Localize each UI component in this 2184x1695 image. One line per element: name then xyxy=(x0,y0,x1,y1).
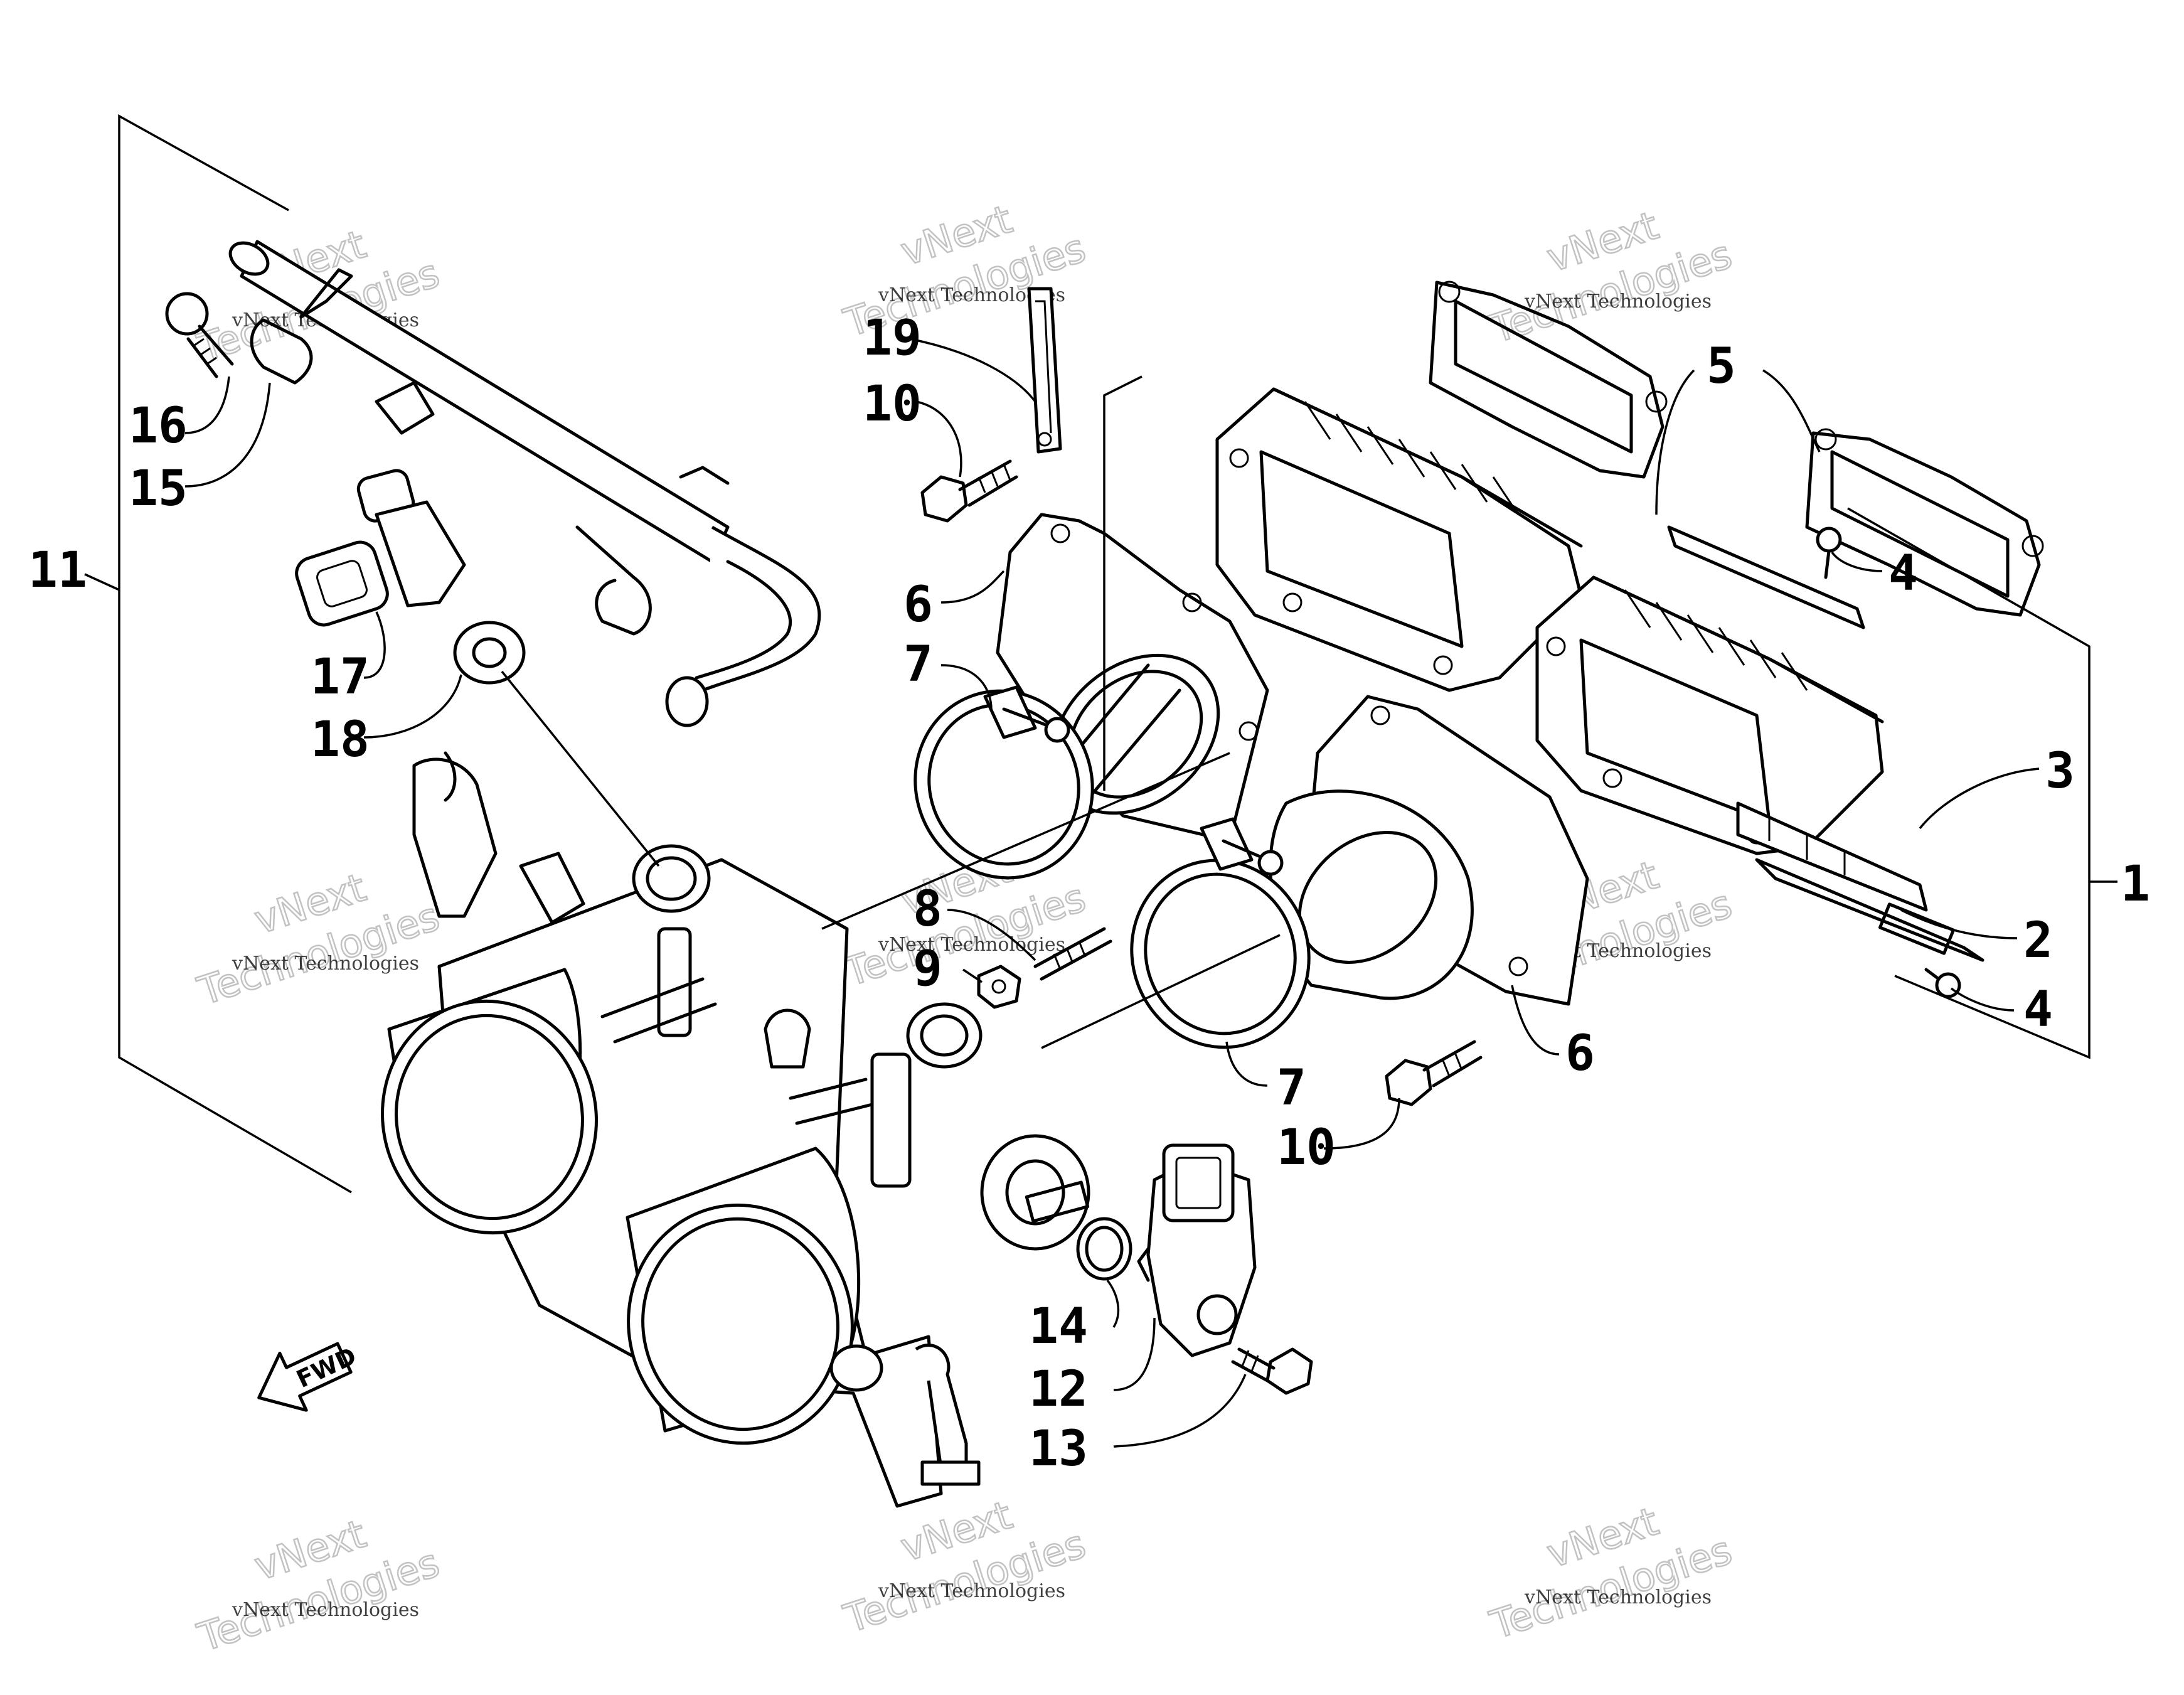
watermark: vNext Technologies vNext Technologies xyxy=(1484,1497,1738,1649)
callout-10-lower: 10 xyxy=(1277,1120,1336,1176)
watermark: vNext Technologies vNext Technologies xyxy=(191,864,445,1015)
gasket-upper xyxy=(1429,281,1668,479)
gasket-lower xyxy=(1805,428,2044,617)
bolt-10-upper xyxy=(920,459,1018,523)
callout-2: 2 xyxy=(2023,912,2053,969)
callout-labels: 16 15 11 17 18 19 10 6 7 8 9 7 6 10 5 4 … xyxy=(28,310,2150,1477)
watermark: vNext Technologies vNext Technologies xyxy=(1484,201,1738,353)
bolt-16 xyxy=(165,292,234,378)
callout-9: 9 xyxy=(913,941,942,997)
callout-19: 19 xyxy=(863,310,922,366)
watermark-small: vNext Technologies xyxy=(1524,291,1712,313)
bolt-10-lower xyxy=(1385,1040,1483,1106)
bracket-19 xyxy=(1027,287,1062,454)
leader-lines xyxy=(84,338,2117,1448)
callout-18: 18 xyxy=(311,712,370,768)
screw-4-lower xyxy=(1924,968,1961,998)
watermark: vNext Technologies vNext Technologies xyxy=(838,1491,1092,1642)
throttle-body xyxy=(381,751,1090,1508)
o-ring-14 xyxy=(1076,1217,1132,1281)
fuel-rail xyxy=(228,240,821,727)
callout-13: 13 xyxy=(1029,1421,1088,1477)
reed-stop-plate-2 xyxy=(1667,525,1984,962)
watermark-small: vNext Technologies xyxy=(1524,1586,1712,1608)
callout-14: 14 xyxy=(1029,1298,1088,1355)
callout-17: 17 xyxy=(311,649,370,705)
intake-boot-upper xyxy=(996,513,1269,843)
callout-5: 5 xyxy=(1707,338,1736,395)
nut-9 xyxy=(977,965,1021,1009)
screw-13 xyxy=(1231,1347,1313,1395)
callout-4-upper: 4 xyxy=(1888,545,1918,602)
callout-1: 1 xyxy=(2121,856,2150,912)
callout-4-lower: 4 xyxy=(2023,981,2053,1038)
callout-11: 11 xyxy=(28,542,87,599)
callout-6-upper: 6 xyxy=(903,577,933,633)
screw-8 xyxy=(1033,927,1112,981)
intake-boot-lower xyxy=(1269,695,1589,1006)
watermark-small: vNext Technologies xyxy=(232,953,419,975)
fuel-injector-17 xyxy=(295,469,466,627)
assembly-bracket-11 xyxy=(118,114,352,1194)
hose-clamp-lower xyxy=(1130,817,1311,1049)
watermark-small: vNext Technologies xyxy=(878,1580,1065,1602)
callout-12: 12 xyxy=(1029,1361,1088,1418)
reed-valve-lower xyxy=(1535,575,1884,855)
watermark-small: vNext Technologies xyxy=(878,934,1065,956)
o-ring-18 xyxy=(453,621,526,685)
callout-7-lower: 7 xyxy=(1277,1060,1306,1116)
callout-10-upper: 10 xyxy=(863,376,922,432)
reed-valve-upper xyxy=(1215,387,1583,692)
callout-16: 16 xyxy=(129,398,188,454)
callout-7-upper: 7 xyxy=(903,636,933,693)
screw-4-upper xyxy=(1816,527,1842,579)
callout-15: 15 xyxy=(129,461,188,517)
watermark: vNext Technologies vNext Technologies xyxy=(191,1510,445,1661)
callout-6-lower: 6 xyxy=(1565,1025,1595,1082)
watermark-small: vNext Technologies xyxy=(232,1599,419,1621)
callout-8: 8 xyxy=(913,881,942,938)
throttle-position-sensor-12 xyxy=(1137,1143,1257,1357)
callout-3: 3 xyxy=(2045,743,2075,799)
reed-petal-3 xyxy=(1736,801,1928,912)
forward-direction-arrow: FWD xyxy=(257,1342,361,1412)
